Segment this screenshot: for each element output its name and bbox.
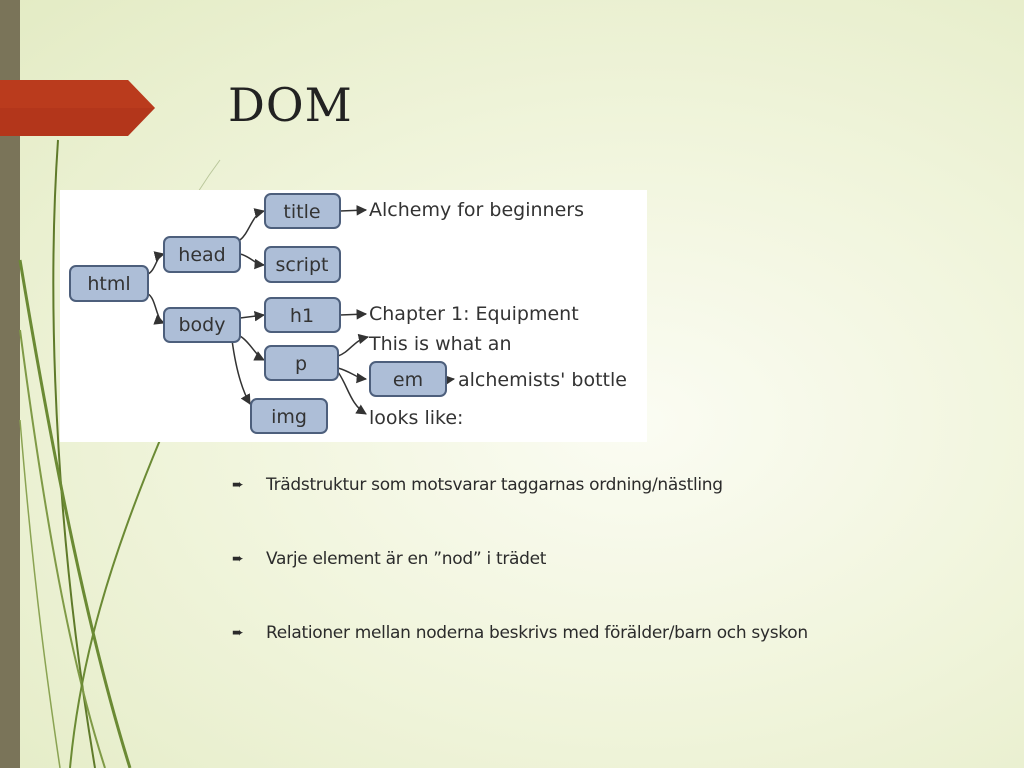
node-script: script bbox=[264, 246, 341, 283]
arrow-bullet-icon: ➨ bbox=[232, 476, 244, 493]
svg-text:title: title bbox=[283, 201, 320, 223]
bullet-text: Varje element är en ”nod” i trädet bbox=[266, 548, 547, 569]
node-head: head bbox=[163, 236, 241, 273]
edge-p-em bbox=[337, 367, 368, 384]
edge-body-p bbox=[239, 335, 265, 361]
node-html: html bbox=[69, 265, 149, 302]
slide-title: DOM bbox=[228, 78, 353, 132]
text-h1-content: Chapter 1: Equipment bbox=[369, 303, 579, 325]
node-em: em bbox=[369, 361, 447, 397]
arrow-bullet-icon: ➨ bbox=[232, 624, 244, 641]
bullet-list: ➨ Trädstruktur som motsvarar taggarnas o… bbox=[232, 466, 992, 688]
svg-text:html: html bbox=[87, 273, 130, 295]
node-h1: h1 bbox=[264, 297, 341, 333]
svg-text:img: img bbox=[271, 406, 307, 428]
bullet-text: Relationer mellan noderna beskrivs med f… bbox=[266, 622, 808, 643]
bullet-item: ➨ Trädstruktur som motsvarar taggarnas o… bbox=[232, 466, 992, 503]
svg-text:p: p bbox=[295, 353, 307, 375]
node-p: p bbox=[264, 345, 339, 381]
svg-text:head: head bbox=[178, 244, 225, 266]
edge-html-head bbox=[147, 251, 166, 275]
svg-text:em: em bbox=[393, 369, 423, 391]
dom-tree-diagram: html head body title script h1 p em bbox=[60, 190, 647, 442]
edge-title-text bbox=[339, 205, 368, 216]
left-sidebar-bar bbox=[0, 0, 20, 768]
edge-p-text1 bbox=[337, 333, 370, 357]
text-p-content-2: looks like: bbox=[369, 407, 463, 429]
svg-text:h1: h1 bbox=[290, 305, 314, 327]
edge-em-text bbox=[443, 374, 456, 386]
decorative-curves bbox=[18, 139, 221, 768]
node-body: body bbox=[163, 307, 241, 343]
edge-head-title bbox=[239, 208, 266, 241]
edge-h1-text bbox=[339, 309, 368, 320]
edge-p-text2 bbox=[337, 371, 367, 415]
edge-html-body bbox=[147, 293, 165, 325]
edge-body-h1 bbox=[239, 310, 266, 322]
title-arrow-shape bbox=[0, 80, 155, 136]
edge-head-script bbox=[239, 253, 266, 270]
bullet-item: ➨ Varje element är en ”nod” i trädet bbox=[232, 540, 992, 577]
node-title: title bbox=[264, 193, 341, 229]
bullet-item: ➨ Relationer mellan noderna beskrivs med… bbox=[232, 614, 992, 651]
bullet-text: Trädstruktur som motsvarar taggarnas ord… bbox=[266, 474, 723, 495]
svg-text:body: body bbox=[179, 314, 226, 336]
text-p-content-1: This is what an bbox=[368, 333, 511, 355]
node-img: img bbox=[250, 398, 328, 434]
arrow-bullet-icon: ➨ bbox=[232, 550, 244, 567]
text-em-content: alchemists' bottle bbox=[458, 369, 627, 391]
text-title-content: Alchemy for beginners bbox=[369, 199, 584, 221]
edge-body-img bbox=[231, 339, 251, 405]
svg-text:script: script bbox=[276, 254, 329, 276]
